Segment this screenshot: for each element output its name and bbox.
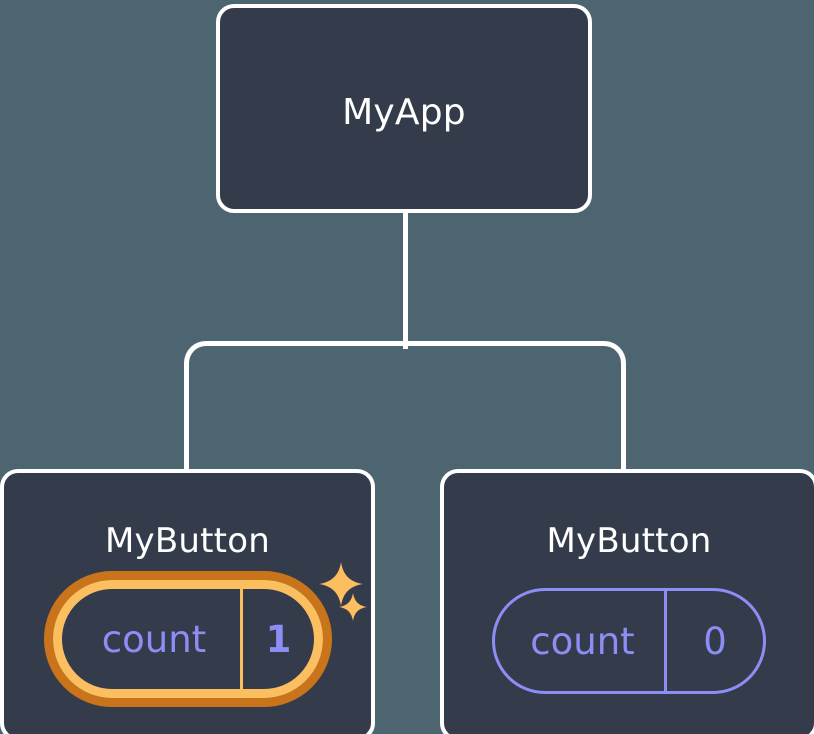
connector-root-to-bus bbox=[403, 209, 408, 349]
node-mybutton-right-label: MyButton bbox=[546, 521, 712, 561]
state-pill-left-inner-ring: count 1 bbox=[53, 580, 323, 698]
state-pill-right-value: 0 bbox=[703, 619, 727, 663]
connector-bus-to-children bbox=[184, 341, 626, 473]
state-pill-left-key: count bbox=[62, 589, 243, 689]
state-pill-right-key: count bbox=[495, 591, 667, 691]
state-pill-left-value: 1 bbox=[265, 617, 292, 661]
state-pill-left[interactable]: count 1 bbox=[44, 571, 332, 707]
node-myapp-label: MyApp bbox=[342, 92, 466, 133]
node-mybutton-left-label: MyButton bbox=[105, 521, 270, 561]
node-myapp[interactable]: MyApp bbox=[216, 4, 592, 213]
state-pill-right[interactable]: count 0 bbox=[492, 588, 766, 694]
